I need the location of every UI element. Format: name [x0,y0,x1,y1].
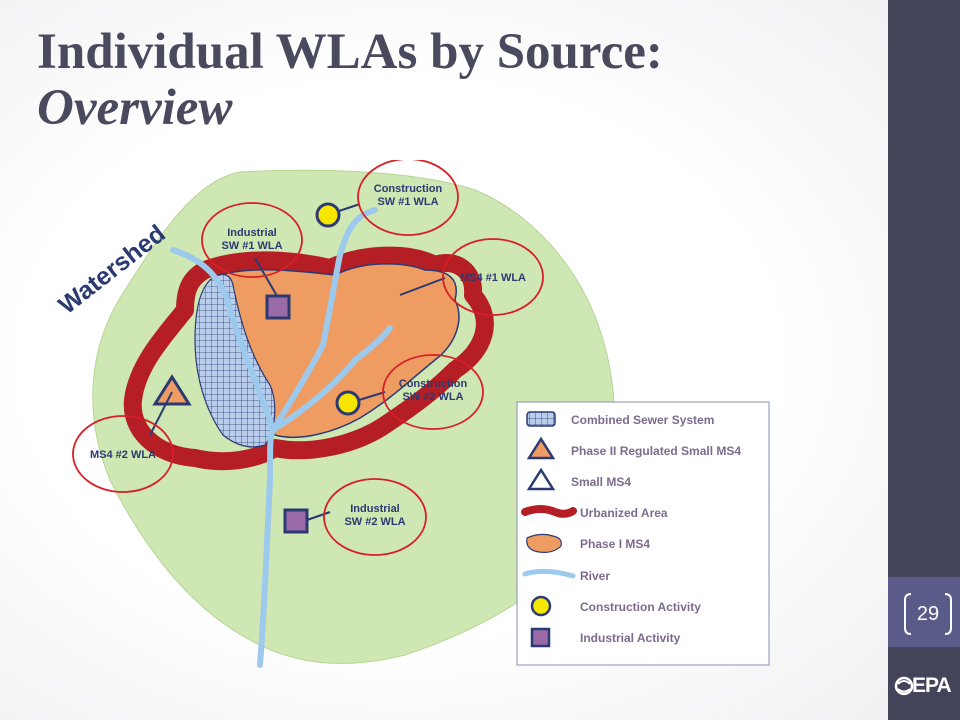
svg-text:Phase II Regulated Small MS4: Phase II Regulated Small MS4 [571,444,741,458]
title-line-2: Overview [37,80,233,137]
legend-item-phase1-ms4: Phase I MS4 [526,533,650,553]
svg-text:Combined Sewer System: Combined Sewer System [571,413,714,427]
watershed-diagram: Watershed Construction SW #1 WLA Industr… [55,160,770,668]
urbanized-area-band [123,246,494,471]
red-band-icon [521,505,577,518]
legend-item-small-ms4: Small MS4 [526,467,631,491]
combined-sewer-area [194,274,276,448]
blue-line-icon [522,568,576,579]
callout-industrial-1: Industrial SW #1 WLA [201,202,303,278]
grid-pattern-icon [526,411,556,427]
svg-text:SW #1 WLA: SW #1 WLA [377,196,438,208]
callout-construction-1: Construction SW #1 WLA [357,160,459,236]
callout-ms4-2: MS4 #2 WLA [72,415,174,493]
epa-logo-text: EPA [912,674,952,697]
svg-text:Construction Activity: Construction Activity [580,600,701,614]
purple-square-icon [530,627,551,648]
orange-blob-icon [526,533,562,553]
industrial-activity-2 [283,508,309,534]
legend-item-industrial: Industrial Activity [530,627,681,648]
svg-text:Phase I MS4: Phase I MS4 [580,537,650,551]
svg-text:MS4 #2 WLA: MS4 #2 WLA [90,449,156,461]
legend-item-urbanized: Urbanized Area [521,505,668,520]
page-number-tab [888,577,960,647]
svg-text:Industrial Activity: Industrial Activity [580,631,681,645]
industrial-activity-1 [265,294,291,320]
svg-text:River: River [580,569,610,583]
title-line-1: Individual WLAs by Source: [37,24,663,80]
legend-item-construction: Construction Activity [530,595,701,617]
svg-text:Urbanized Area: Urbanized Area [580,506,668,520]
construction-activity-1 [315,202,341,228]
svg-text:SW #1 WLA: SW #1 WLA [221,240,282,252]
svg-text:SW #2 WLA: SW #2 WLA [344,516,405,528]
svg-text:Construction: Construction [374,183,443,195]
svg-text:Construction: Construction [399,378,468,390]
construction-activity-2 [335,390,361,416]
page-number: 29 [916,603,940,625]
epa-logo-icon [894,676,914,696]
legend-item-river: River [522,568,610,583]
page-brackets-icon [904,593,952,635]
river [170,207,393,668]
orange-triangle-icon [526,436,556,460]
legend-item-phase2-ms4: Phase II Regulated Small MS4 [526,436,741,460]
phase2-ms4-triangle [152,374,192,406]
callout-ms4-1: MS4 #1 WLA [442,238,544,316]
legend: Combined Sewer System Phase II Regulated… [516,401,770,666]
svg-text:SW #2 WLA: SW #2 WLA [402,391,463,403]
svg-text:Industrial: Industrial [350,503,400,515]
slide-title: Individual WLAs by Source: Overview [37,24,877,136]
svg-text:Small MS4: Small MS4 [571,475,631,489]
callout-construction-2: Construction SW #2 WLA [382,354,484,430]
svg-text:MS4 #1 WLA: MS4 #1 WLA [460,272,526,284]
svg-text:Industrial: Industrial [227,227,277,239]
legend-item-combined-sewer: Combined Sewer System [526,411,714,427]
leader-lines [149,203,446,521]
yellow-circle-icon [530,595,552,617]
callout-industrial-2: Industrial SW #2 WLA [323,478,427,556]
white-triangle-icon [526,467,556,491]
